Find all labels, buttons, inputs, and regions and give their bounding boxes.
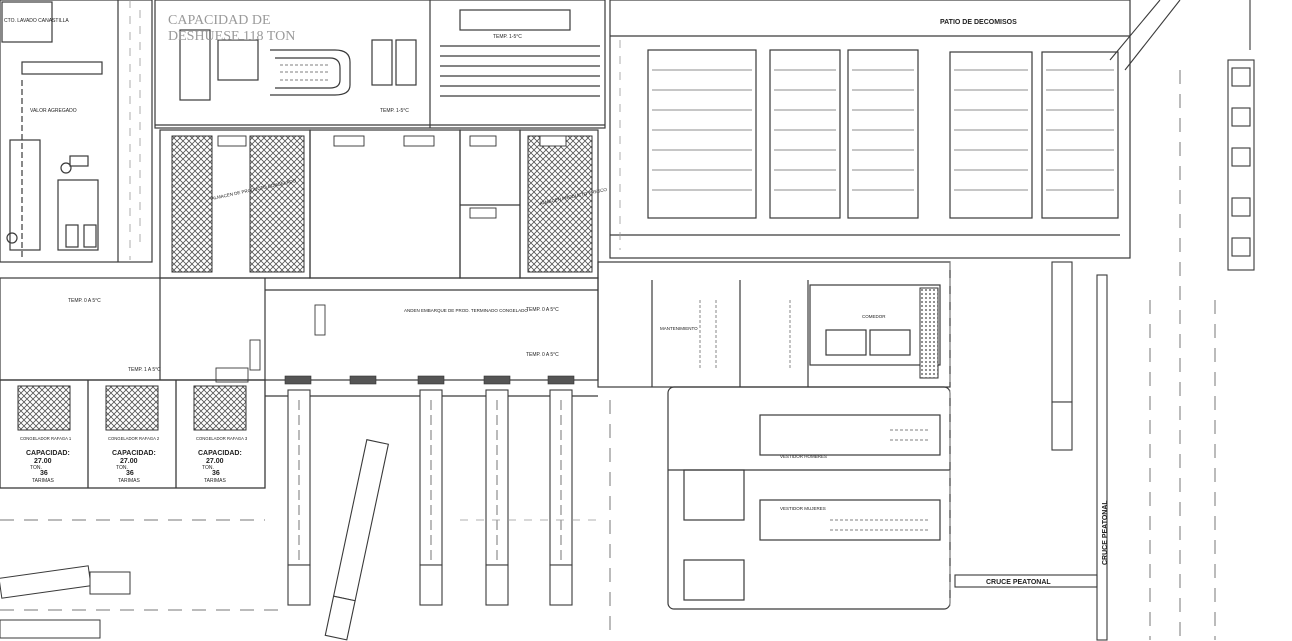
label-temp-left: TEMP. 0 A 5°C (68, 298, 101, 304)
freezer-2-name: CONGELADOR RAFAGA 2 (108, 436, 160, 441)
zone-deshuese (154, 0, 606, 129)
truck-trailers (287, 261, 1073, 641)
label-temp-band: TEMP. 1 A 5°C (128, 367, 161, 373)
stone-area (919, 287, 939, 379)
freezer-1-tarimas: 36 (40, 470, 48, 477)
label-temp-right1: TEMP. 0 A 5°C (526, 307, 559, 313)
freezer-1-ton: 27.00 (34, 458, 52, 465)
label-temp-top: TEMP. 1-5°C (493, 34, 522, 40)
label-comedor: COMEDOR (862, 314, 886, 319)
freezer-3-ton: 27.00 (206, 458, 224, 465)
freezer-rack-1 (17, 385, 71, 431)
freezer-3-tarimas-label: TARIMAS (204, 478, 227, 484)
label-cruce-horizontal: CRUCE PEATONAL (986, 579, 1051, 586)
label-valor-agregado: VALOR AGREGADO (30, 108, 77, 114)
zone-valor-agregado (0, 0, 153, 263)
freezer-1-tarimas-label: TARIMAS (32, 478, 55, 484)
freezer-3-tarimas: 36 (212, 470, 220, 477)
freezer-3: CONGELADOR RAFAGA 3 CAPACIDAD: 27.00 TON… (196, 436, 248, 484)
freezer-1-name: CONGELADOR RAFAGA 1 (20, 436, 72, 441)
freezer-2-ton-unit: TON. (116, 465, 128, 471)
rack-block-3 (527, 135, 593, 273)
freezer-3-ton-unit: TON. (202, 465, 214, 471)
label-temp-right2: TEMP. 0 A 5°C (526, 352, 559, 358)
freezer-2-cap-label: CAPACIDAD: (112, 450, 156, 457)
rack-block-2 (249, 135, 305, 273)
label-cto-lavado: CTO. LAVADO CANASTILLA (4, 18, 69, 24)
freezer-1-cap-label: CAPACIDAD: (26, 450, 70, 457)
rack-block-1 (171, 135, 213, 273)
label-cruce-vertical: CRUCE PEATONAL (1102, 500, 1109, 565)
label-temp-mid: TEMP. 1-5°C (380, 108, 409, 114)
freezer-1: CONGELADOR RAFAGA 1 CAPACIDAD: 27.00 TON… (20, 436, 72, 484)
freezer-rack-3 (193, 385, 247, 431)
zone-right-pens (1227, 0, 1255, 271)
overlay-capacidad-line1: CAPACIDAD DE (168, 13, 271, 28)
zone-congeladores (0, 379, 266, 489)
zone-servicios (597, 261, 951, 610)
freezer-2-ton: 27.00 (120, 458, 138, 465)
freezer-1-ton-unit: TON. (30, 465, 42, 471)
label-vestidor-m: VESTIDOR MUJERES (780, 506, 826, 511)
crosswalk (954, 0, 1181, 641)
label-anden: ANDEN EMBARQUE DE PROD. TERMINADO CONGEL… (404, 308, 528, 313)
label-patio-decomisos: PATIO DE DECOMISOS (940, 19, 1017, 26)
zone-patio-decomisos (609, 0, 1131, 259)
freezer-2-tarimas: 36 (126, 470, 134, 477)
label-vestidor-h: VESTIDOR HOMBRES (780, 454, 827, 459)
freezer-2-tarimas-label: TARIMAS (118, 478, 141, 484)
overlay-capacidad-line2: DESHUESE 118 TON (168, 29, 295, 44)
label-mantenimiento: MANTENIMIENTO (660, 326, 698, 331)
freezer-2: CONGELADOR RAFAGA 2 CAPACIDAD: 27.00 TON… (108, 436, 160, 484)
freezer-3-name: CONGELADOR RAFAGA 3 (196, 436, 248, 441)
freezer-rack-2 (105, 385, 159, 431)
freezer-3-cap-label: CAPACIDAD: (198, 450, 242, 457)
